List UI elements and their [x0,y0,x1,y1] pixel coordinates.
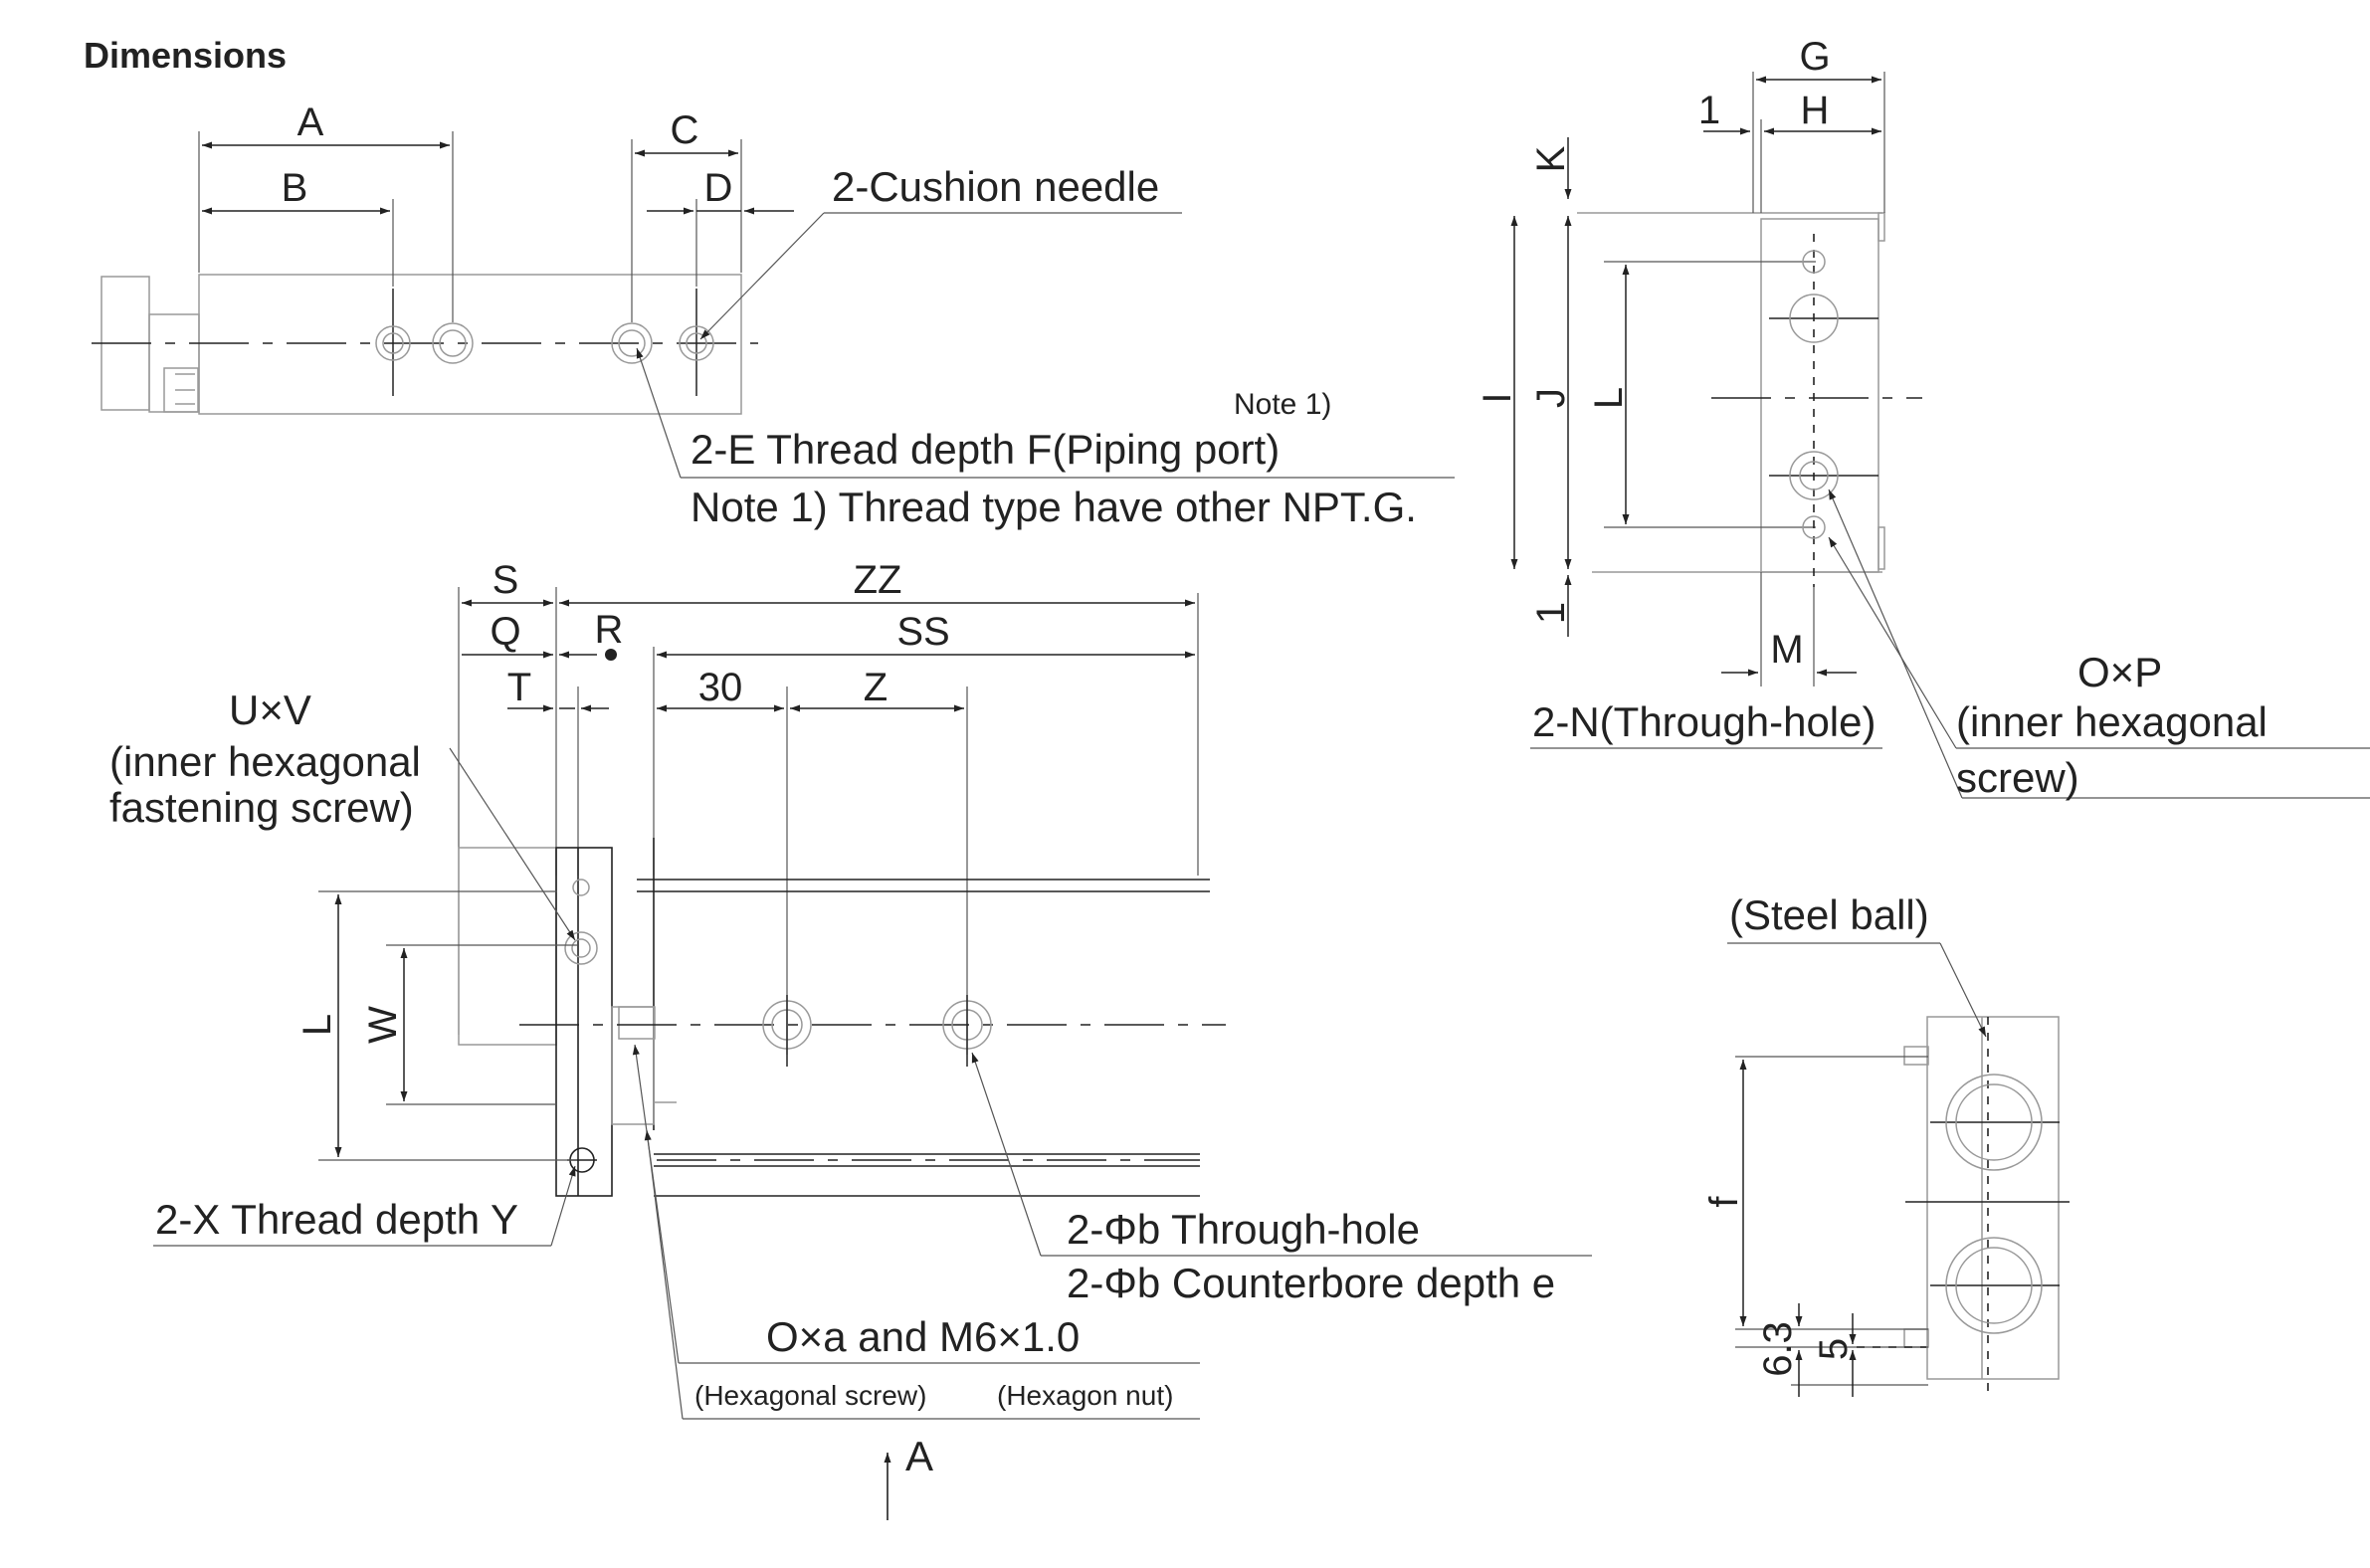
callout-piping-port: 2-E Thread depth F(Piping port) [691,426,1280,473]
dim-label-s: S [493,558,519,602]
dim-label-h: H [1801,89,1830,132]
view-label-a: A [905,1433,933,1479]
mounting-plate [555,847,613,1197]
through-hole-icon [942,995,992,1067]
label-hexagonal-screw: (Hexagonal screw) [694,1380,926,1411]
dim-label-a: A [297,100,324,144]
callout-u-x-v-note-2: fastening screw) [109,784,414,831]
dim-label-q: Q [490,610,520,654]
callout-phi-counterbore: 2-Φb Counterbore depth e [1067,1260,1555,1306]
callout-through-hole: 2-N(Through-hole) [1532,698,1876,745]
dim-label-b: B [282,166,308,210]
steel-ball-icon [1945,1237,2043,1334]
dim-label-m: M [1770,628,1803,672]
callout-u-x-v-note-1: (inner hexagonal [109,738,421,785]
dim-label-ss: SS [896,610,949,654]
dim-label-t: T [507,666,531,709]
callout-phi-through-hole: 2-Φb Through-hole [1067,1206,1420,1253]
dim-label-1-bottom: 1 [1529,602,1573,624]
callout-o-x-a: O×a and M6×1.0 [766,1313,1080,1360]
dim-label-r: R [595,608,624,652]
through-hole-icon [1802,515,1826,539]
dim-label-c: C [671,108,699,152]
dim-label-k: K [1529,145,1573,172]
dim-label-z: Z [864,666,888,709]
piping-port-icon [432,322,474,364]
cushion-needle-icon [375,325,411,361]
dim-label-f: f [1702,1196,1746,1208]
dim-label-g: G [1799,35,1830,79]
top-view-body [198,274,742,415]
callout-o-x-p: O×P [2077,649,2162,695]
screw-head-icon [1789,294,1839,343]
note-text: Note 1) Thread type have other NPT.G. [691,484,1417,530]
point-r [605,649,617,661]
top-view: A B C D 2-Cushion needle 2-E Thread dept… [92,100,1455,530]
callout-x-thread: 2-X Thread depth Y [155,1196,518,1243]
detail-body [1926,1016,2060,1380]
dim-label-w: W [361,1006,405,1044]
steel-ball-icon [1945,1074,2043,1171]
dim-label-i: I [1476,392,1519,403]
callout-cushion-needle: 2-Cushion needle [832,163,1159,210]
callout-u-x-v: U×V [229,686,311,733]
dim-label-zz: ZZ [854,558,902,602]
dim-label-30: 30 [698,666,743,709]
dim-label-1-top: 1 [1698,89,1720,132]
dim-label-j: J [1529,388,1573,408]
side-view: G H 1 K I J L 1 M 2-N(Through-hole) O×P … [1476,35,2370,801]
piping-port-icon [611,322,653,364]
dim-label-l-side: L [1587,387,1631,409]
detail-view: f 6.3 5 (Steel ball) [1702,891,2070,1397]
page-title: Dimensions [84,35,287,76]
callout-steel-ball: (Steel ball) [1729,891,1929,938]
note-reference: Note 1) [1234,388,1331,421]
front-view: S ZZ Q R SS T 30 Z [109,558,1592,1520]
screw-head-icon [1789,451,1839,500]
callout-o-x-p-note-2: screw) [1956,754,2079,801]
fastening-screw-icon [564,879,598,965]
end-bracket [458,847,557,1046]
callout-o-x-p-note-1: (inner hexagonal [1956,698,2268,745]
label-hexagon-nut: (Hexagon nut) [997,1380,1173,1411]
dim-label-5: 5 [1812,1338,1856,1360]
cushion-needle-icon [679,325,714,361]
side-view-body [1760,218,1879,573]
dim-label-d: D [704,166,733,210]
through-hole-icon [1802,250,1826,274]
through-hole-icon [762,995,812,1067]
dim-label-l-front: L [296,1014,339,1036]
dim-label-6-3: 6.3 [1756,1321,1800,1377]
